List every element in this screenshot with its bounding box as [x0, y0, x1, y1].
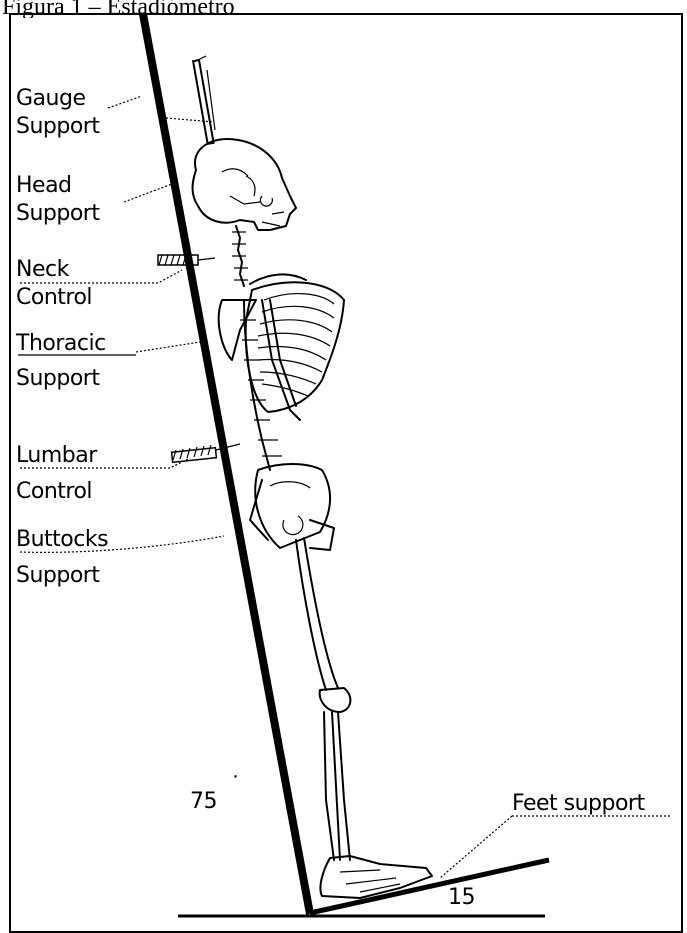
label-head-line2: Support: [16, 201, 100, 226]
label-neck-line1: Neck: [16, 257, 70, 282]
label-buttocks-line1: Buttocks: [16, 527, 108, 552]
label-thoracic-line1: Thoracic: [15, 331, 106, 356]
skeleton: [193, 139, 433, 898]
degree-mark-75: ˙: [230, 773, 241, 798]
label-angle-75: 75: [190, 789, 217, 814]
foot-board: [310, 860, 549, 913]
label-lumbar-line1: Lumbar: [16, 443, 98, 468]
label-buttocks-line2: Support: [16, 563, 100, 588]
label-gauge-line2: Support: [16, 114, 100, 139]
skull: [193, 139, 297, 230]
leader-thoracic: [136, 342, 200, 352]
knee: [320, 688, 351, 712]
lumbar-control-pad: [172, 444, 240, 462]
label-lumbar-line2: Control: [16, 479, 92, 504]
pelvis: [255, 464, 330, 548]
label-feet-support: Feet support: [512, 791, 645, 816]
leader-feet: [440, 816, 672, 878]
gauge-rod: [193, 56, 215, 144]
scapula: [219, 300, 256, 360]
label-neck-line2: Control: [16, 285, 92, 310]
label-gauge-line1: Gauge: [16, 86, 85, 111]
femur: [296, 538, 338, 690]
leader-gauge: [108, 96, 142, 108]
degree-mark-15: ˙: [488, 869, 499, 894]
label-angle-15: 15: [448, 885, 475, 910]
label-thoracic-line2: Support: [16, 366, 100, 391]
leader-gauge-rod: [166, 118, 214, 122]
leader-head: [124, 184, 172, 202]
label-head-line1: Head: [16, 173, 72, 198]
tibia: [324, 712, 350, 860]
